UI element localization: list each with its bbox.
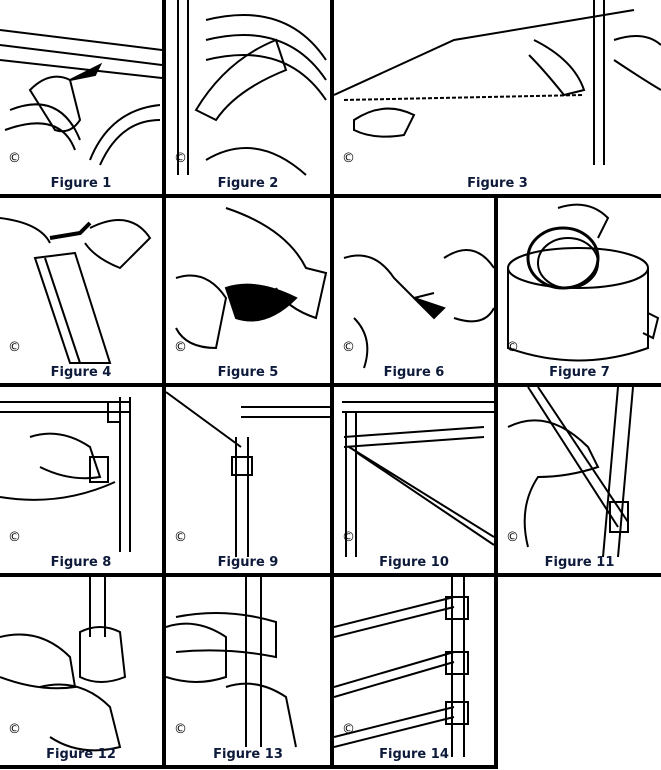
grid-line bbox=[330, 0, 334, 769]
copyright-mark: © bbox=[8, 530, 21, 545]
illustration-crimping-clip bbox=[343, 249, 494, 369]
figure-9: © Figure 9 bbox=[166, 387, 330, 573]
figure-caption: Figure 13 bbox=[213, 747, 283, 762]
copyright-mark: © bbox=[342, 530, 355, 545]
figure-11: © Figure 11 bbox=[498, 387, 661, 573]
figure-caption: Figure 14 bbox=[379, 747, 449, 762]
figure-caption: Figure 12 bbox=[46, 747, 116, 762]
grid-line bbox=[162, 0, 166, 769]
copyright-mark: © bbox=[8, 722, 21, 737]
copyright-mark: © bbox=[174, 340, 187, 355]
illustration-clip-on-leg bbox=[166, 391, 330, 557]
illustration-cutting-strap bbox=[0, 29, 162, 166]
copyright-mark: © bbox=[174, 530, 187, 545]
figure-1: © Figure 1 bbox=[0, 0, 162, 194]
figure-caption: Figure 4 bbox=[50, 365, 112, 380]
illustration-measuring-strap bbox=[334, 0, 661, 165]
figure-caption: Figure 8 bbox=[50, 555, 112, 570]
grid-line bbox=[494, 198, 498, 769]
copyright-mark: © bbox=[342, 722, 355, 737]
copyright-mark: © bbox=[174, 151, 187, 166]
figure-caption: Figure 9 bbox=[217, 555, 279, 570]
figure-13: © Figure 13 bbox=[166, 577, 330, 765]
figure-7: © Figure 7 bbox=[498, 198, 661, 383]
copyright-mark: © bbox=[174, 722, 187, 737]
figure-2: © Figure 2 bbox=[166, 0, 330, 194]
illustration-attaching-clip bbox=[0, 397, 131, 552]
figure-6: © Figure 6 bbox=[334, 198, 494, 383]
empty-cell bbox=[498, 577, 661, 770]
copyright-mark: © bbox=[342, 151, 355, 166]
figure-8: © Figure 8 bbox=[0, 387, 162, 573]
illustration-tightening-strap bbox=[507, 387, 634, 558]
copyright-mark: © bbox=[506, 530, 519, 545]
copyright-mark: © bbox=[342, 340, 355, 355]
illustration-fitting-clip bbox=[0, 577, 127, 752]
copyright-mark: © bbox=[8, 340, 21, 355]
figure-caption: Figure 7 bbox=[549, 365, 610, 380]
illustration-finished-clips bbox=[334, 577, 469, 757]
copyright-mark: © bbox=[506, 340, 519, 355]
figure-3: © Figure 3 bbox=[334, 0, 661, 194]
illustration-strap-on-frame bbox=[177, 0, 327, 176]
illustration-folding-strap bbox=[175, 207, 328, 350]
figure-caption: Figure 3 bbox=[467, 176, 528, 191]
copyright-mark: © bbox=[8, 151, 21, 166]
grid-line bbox=[0, 765, 498, 769]
figure-caption: Figure 6 bbox=[383, 365, 445, 380]
figure-caption: Figure 10 bbox=[379, 555, 449, 570]
figure-5: © Figure 5 bbox=[166, 198, 330, 383]
figure-caption: Figure 11 bbox=[544, 555, 615, 570]
illustration-cutting-strip bbox=[0, 217, 152, 364]
figure-caption: Figure 1 bbox=[50, 176, 112, 191]
illustration-coiled-strap-in-pot bbox=[507, 203, 660, 362]
figure-10: © Figure 10 bbox=[334, 387, 494, 573]
illustration-strap-wrapped bbox=[342, 401, 494, 557]
figure-caption: Figure 2 bbox=[217, 176, 279, 191]
figure-caption: Figure 5 bbox=[217, 365, 279, 380]
figure-12: © Figure 12 bbox=[0, 577, 162, 765]
illustration-pressing-clip bbox=[166, 577, 297, 748]
figure-4: © Figure 4 bbox=[0, 198, 162, 383]
figure-14: © Figure 14 bbox=[334, 577, 494, 765]
